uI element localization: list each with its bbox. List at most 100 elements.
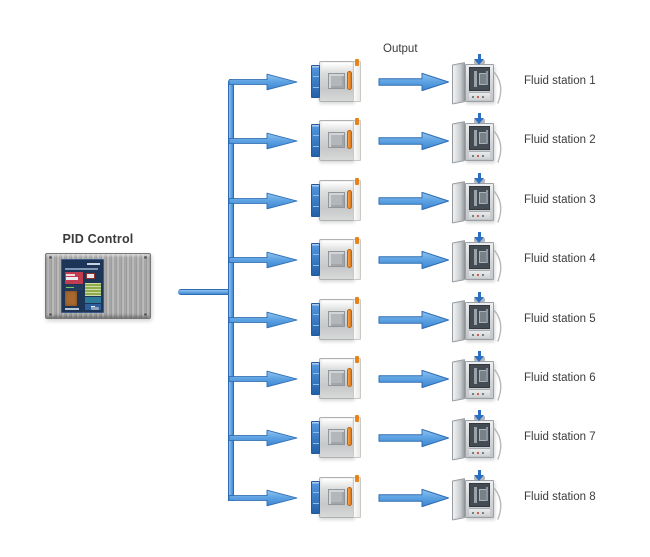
screw-icon	[49, 256, 52, 259]
chamber-apparatus	[486, 71, 488, 85]
panel-indicator	[477, 333, 479, 336]
module-orange-clip	[347, 309, 352, 328]
station-control-panel	[469, 270, 490, 278]
station-control-panel	[469, 508, 490, 516]
module-side-column	[353, 417, 361, 458]
pump-module-icon	[311, 59, 361, 104]
panel-dot	[482, 95, 484, 98]
station-open-door	[452, 478, 465, 521]
panel-dot	[482, 214, 484, 217]
fluid-station-icon	[452, 410, 504, 466]
chamber-apparatus	[474, 249, 477, 265]
station-row-5: Fluid station 5	[0, 291, 650, 349]
module-top-face	[322, 182, 352, 190]
station-body	[465, 183, 494, 221]
output-arrow-icon	[378, 250, 449, 270]
screw-icon	[144, 313, 147, 316]
panel-dot	[482, 451, 484, 454]
panel-dot	[472, 154, 474, 157]
plate-rib	[313, 87, 319, 88]
chamber-apparatus	[474, 368, 477, 384]
fluid-station-label: Fluid station 3	[524, 194, 596, 206]
station-tube	[493, 310, 502, 342]
module-orange-nub	[355, 297, 359, 304]
module-orange-clip	[347, 427, 352, 446]
station-chamber	[469, 423, 490, 447]
screen-tile-orange	[65, 291, 77, 306]
fluid-station-icon	[452, 113, 504, 169]
fluid-station-label: Fluid station 1	[524, 75, 596, 87]
plate-rib	[313, 76, 319, 77]
module-side-column	[353, 239, 361, 280]
module-orange-nub	[355, 475, 359, 482]
chamber-apparatus	[486, 487, 488, 501]
branch-arrow-icon	[229, 251, 298, 269]
module-side-column	[353, 180, 361, 221]
chamber-apparatus	[474, 487, 477, 503]
down-arrow-icon	[478, 292, 481, 298]
station-control-panel	[469, 92, 490, 100]
pump-module-icon	[311, 475, 361, 520]
pid-control-label: PID Control	[62, 232, 134, 246]
fluid-station-label: Fluid station 4	[524, 253, 596, 265]
fluid-station-icon	[452, 173, 504, 229]
chamber-apparatus	[486, 249, 488, 263]
module-orange-clip	[347, 368, 352, 387]
panel-dot	[482, 154, 484, 157]
branch-arrow-icon	[229, 73, 298, 91]
module-orange-clip	[347, 249, 352, 268]
down-arrow-icon	[474, 356, 484, 362]
module-top-face	[322, 479, 352, 487]
module-top-face	[322, 419, 352, 427]
module-blue-plate	[311, 303, 320, 336]
station-row-1: Fluid station 1	[0, 53, 650, 111]
panel-dot	[482, 511, 484, 514]
station-open-door	[452, 181, 465, 224]
plate-rib	[313, 206, 319, 207]
module-orange-nub	[355, 178, 359, 185]
pump-module-icon	[311, 297, 361, 342]
station-row-6: Fluid station 6	[0, 350, 650, 408]
station-open-door	[452, 300, 465, 343]
station-body	[465, 123, 494, 161]
panel-dot	[482, 392, 484, 395]
module-blue-plate	[311, 184, 320, 217]
module-top-face	[322, 122, 352, 130]
module-orange-clip	[347, 487, 352, 506]
screen-tile-red-text	[66, 274, 75, 276]
module-side-column	[353, 358, 361, 399]
plate-rib	[313, 432, 319, 433]
branch-arrow-icon	[229, 370, 298, 388]
fluid-station-label: Fluid station 2	[524, 134, 596, 146]
module-center-plate	[328, 132, 345, 148]
station-body	[465, 420, 494, 458]
panel-indicator	[477, 214, 479, 217]
module-top-face	[322, 63, 352, 71]
chamber-apparatus	[486, 427, 488, 441]
branch-arrow-icon	[229, 489, 298, 507]
station-row-3: Fluid station 3	[0, 172, 650, 230]
controller-feed-line	[178, 289, 231, 295]
station-tube	[493, 131, 502, 163]
station-tube	[493, 250, 502, 282]
screw-icon	[144, 256, 147, 259]
module-top-face	[322, 301, 352, 309]
output-arrow-icon	[378, 369, 449, 389]
panel-indicator	[477, 95, 479, 98]
panel-indicator	[477, 451, 479, 454]
screen-flag-badge	[86, 273, 95, 279]
station-body	[465, 242, 494, 280]
branch-arrow-icon	[229, 132, 298, 150]
output-arrow-icon	[378, 310, 449, 330]
station-open-door	[452, 359, 465, 402]
station-body	[465, 64, 494, 102]
module-center-plate	[328, 192, 345, 208]
panel-dot	[472, 451, 474, 454]
down-arrow-icon	[474, 415, 484, 421]
plate-rib	[313, 135, 319, 136]
station-control-panel	[469, 389, 490, 397]
down-arrow-icon	[474, 178, 484, 184]
station-body	[465, 361, 494, 399]
plate-rib	[313, 384, 319, 385]
